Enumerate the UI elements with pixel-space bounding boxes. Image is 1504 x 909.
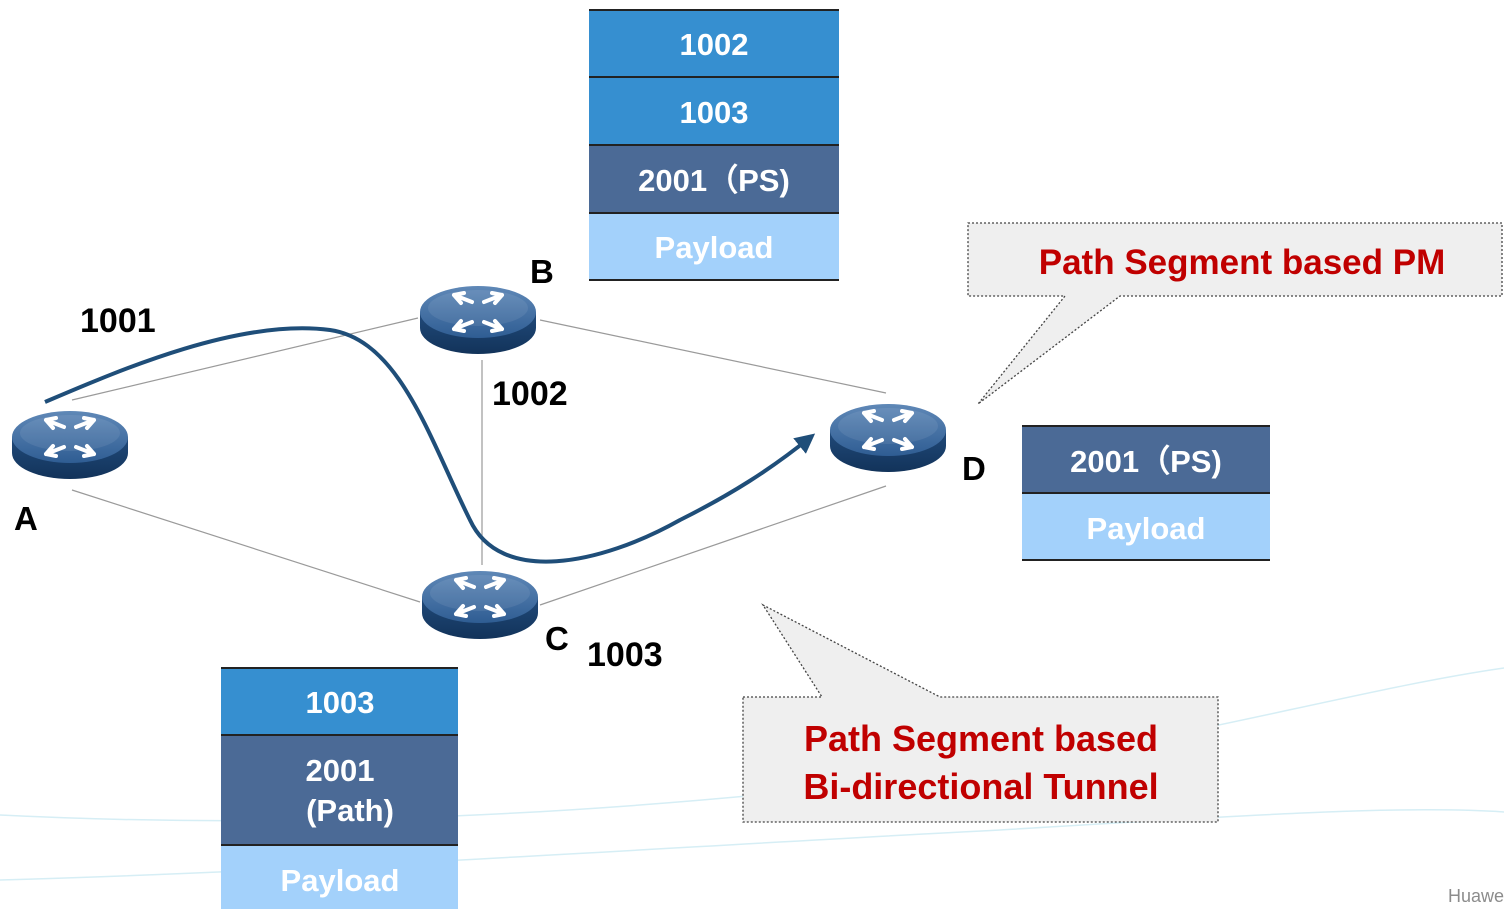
router-c[interactable] bbox=[420, 569, 540, 641]
callout-pm: Path Segment based PM bbox=[967, 222, 1503, 405]
stack-row-path-tag: (Path) bbox=[306, 793, 394, 828]
link-c-d bbox=[539, 485, 887, 606]
router-b[interactable] bbox=[418, 284, 538, 356]
router-icon bbox=[10, 409, 130, 481]
router-a[interactable] bbox=[10, 409, 130, 481]
stack-row-label: 1003 bbox=[680, 95, 749, 130]
label-stack-right: 2001（PS) Payload bbox=[1022, 425, 1270, 561]
callout-tunnel-line1: Path Segment based bbox=[804, 718, 1158, 759]
router-icon bbox=[420, 569, 540, 641]
callout-pm-text: Path Segment based PM bbox=[1039, 243, 1445, 282]
link-a-b bbox=[71, 317, 419, 401]
stack-row-ps: 2001（PS) bbox=[1070, 444, 1222, 479]
callout-tunnel-line2: Bi-directional Tunnel bbox=[803, 766, 1158, 807]
stack-row-ps: 2001（PS) bbox=[638, 163, 790, 198]
node-label-b: B bbox=[530, 253, 554, 290]
label-stack-bottom: 1003 2001 (Path) Payload bbox=[221, 667, 458, 909]
router-d[interactable] bbox=[828, 402, 948, 474]
sid-label-1003: 1003 bbox=[587, 636, 663, 674]
node-label-c: C bbox=[545, 620, 569, 657]
path-curve-arrow bbox=[44, 326, 816, 564]
stack-row-payload: Payload bbox=[281, 863, 400, 898]
label-stack-top: 1002 1003 2001（PS) Payload bbox=[589, 9, 839, 281]
footer-brand: Huawe bbox=[1447, 886, 1504, 906]
sid-label-1001: 1001 bbox=[80, 302, 156, 340]
link-b-d bbox=[539, 319, 887, 394]
stack-row-label: 1002 bbox=[680, 27, 749, 62]
node-label-a: A bbox=[14, 500, 38, 537]
stack-row-payload: Payload bbox=[1087, 511, 1206, 546]
router-icon bbox=[828, 402, 948, 474]
network-links bbox=[71, 317, 887, 606]
router-icon bbox=[418, 284, 538, 356]
callout-tunnel: Path Segment based Bi-directional Tunnel bbox=[742, 603, 1219, 823]
sid-label-1002: 1002 bbox=[492, 375, 568, 413]
stack-row-path-sid: 2001 bbox=[306, 753, 375, 788]
stack-row-label: 1003 bbox=[306, 685, 375, 720]
node-label-d: D bbox=[962, 450, 986, 487]
stack-row-payload: Payload bbox=[655, 230, 774, 265]
link-a-c bbox=[71, 489, 421, 603]
